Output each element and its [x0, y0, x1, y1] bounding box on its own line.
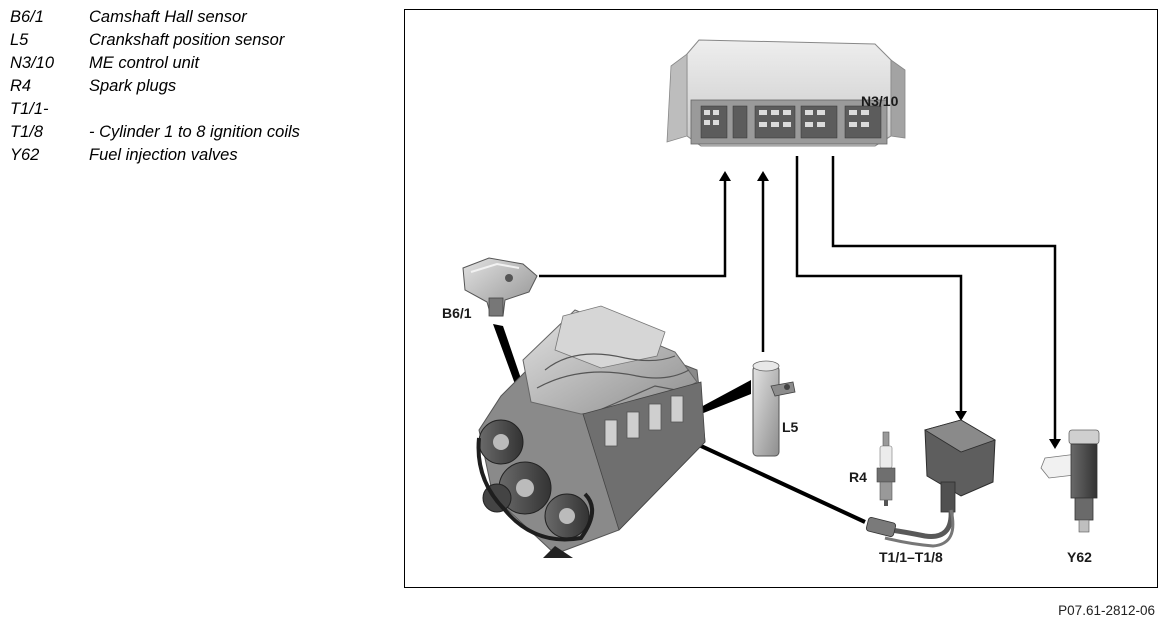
- camshaft-sensor-graphic: [462, 257, 538, 317]
- legend-row-t1-8: T1/8 - Cylinder 1 to 8 ignition coils: [10, 121, 300, 144]
- legend-code: T1/8: [10, 123, 44, 141]
- label-t1-1-t1-8: T1/1–T1/8: [879, 549, 943, 565]
- diagram-frame: N3/10 B6/1 L5 R4 T1/1–T1/8 Y62: [404, 9, 1158, 588]
- legend-desc: Crankshaft position sensor: [89, 31, 285, 49]
- fuel-injector-graphic: [1040, 429, 1100, 533]
- legend-desc: ME control unit: [89, 54, 200, 72]
- label-r4: R4: [849, 469, 867, 485]
- label-b6-1: B6/1: [442, 305, 472, 321]
- legend-code: B6/1: [10, 8, 44, 26]
- legend-code: R4: [10, 77, 32, 95]
- line-ecu-to-injector: [831, 156, 1061, 449]
- figure-code: P07.61-2812-06: [1058, 603, 1155, 618]
- legend-row-b6-1: B6/1 Camshaft Hall sensor: [10, 6, 300, 29]
- diagram-canvas: [462, 39, 1100, 558]
- legend-row-y62: Y62 Fuel injection valves: [10, 144, 300, 167]
- legend-code: L5: [10, 31, 29, 49]
- legend-code: Y62: [10, 146, 40, 164]
- label-y62: Y62: [1067, 549, 1092, 565]
- line-ecu-to-ignition-coil: [795, 156, 967, 421]
- legend-desc: Fuel injection valves: [89, 146, 238, 164]
- label-n3-10: N3/10: [861, 93, 899, 109]
- spark-plug-graphic: [876, 431, 896, 506]
- ignition-coil-graphic: [865, 419, 996, 548]
- legend-desc: Spark plugs: [89, 77, 177, 95]
- pointer-wedge-l5: [699, 380, 751, 414]
- legend-code: N3/10: [10, 54, 55, 72]
- legend-row-t1-1: T1/1-: [10, 98, 300, 121]
- legend-row-n3-10: N3/10 ME control unit: [10, 52, 300, 75]
- legend-row-l5: L5 Crankshaft position sensor: [10, 29, 300, 52]
- legend-row-r4: R4 Spark plugs: [10, 75, 300, 98]
- legend-desc: - Cylinder 1 to 8 ignition coils: [89, 123, 300, 141]
- legend-desc: Camshaft Hall sensor: [89, 8, 247, 26]
- legend-code: T1/1-: [10, 100, 49, 118]
- line-b6-1-to-ecu: [539, 171, 731, 278]
- engine-graphic: [476, 305, 706, 558]
- crankshaft-sensor-graphic: [752, 360, 796, 457]
- label-l5: L5: [782, 419, 799, 435]
- legend: B6/1 Camshaft Hall sensor L5 Crankshaft …: [10, 6, 300, 167]
- ecu-n3-10-graphic: [666, 39, 906, 147]
